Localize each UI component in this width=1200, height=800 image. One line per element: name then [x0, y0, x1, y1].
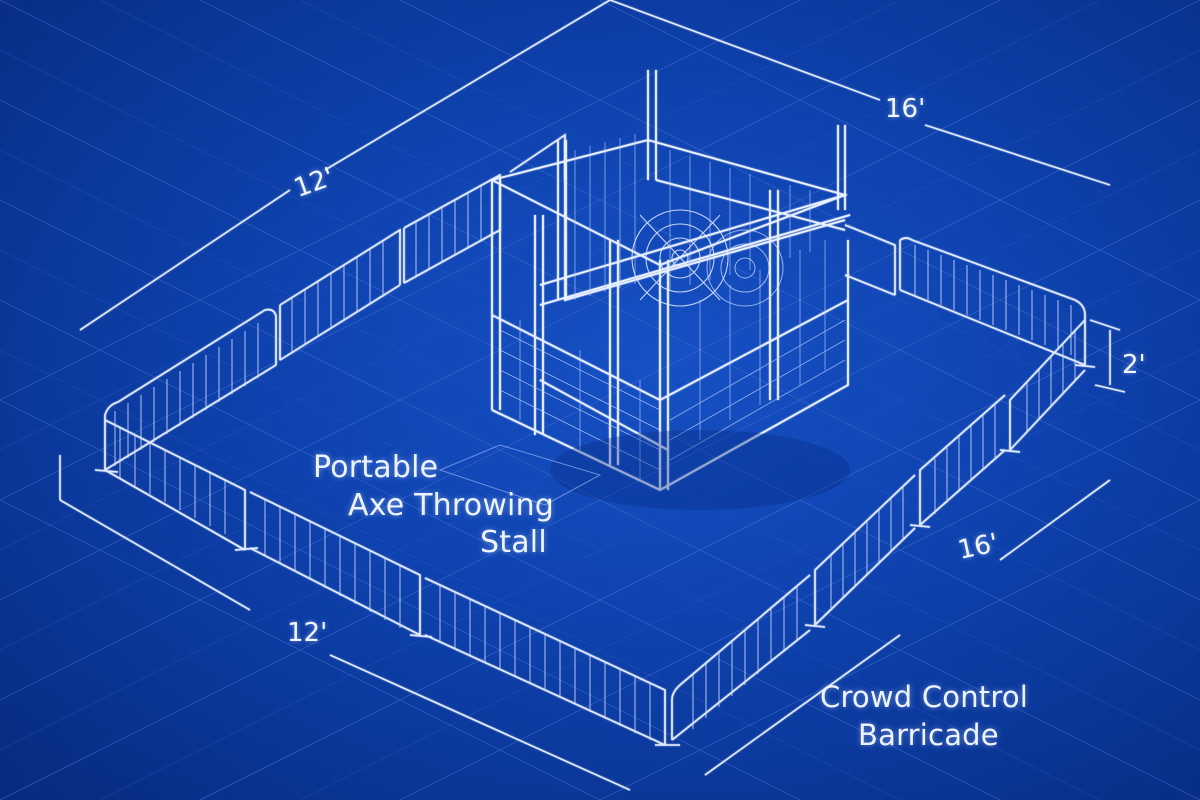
stall-mesh: [499, 134, 846, 480]
dimension-bottom-left: 12': [287, 618, 328, 648]
stall-label-line2: Axe Throwing: [348, 488, 555, 523]
target-icon: [631, 209, 729, 307]
stall-shadow: [550, 430, 850, 510]
stall-label-line3: Stall: [480, 525, 547, 560]
dimension-right-height: 2': [1122, 350, 1146, 380]
floor-marking: [438, 444, 602, 506]
barricade-pickets: [114, 186, 1076, 740]
axe-throwing-stall: [489, 70, 851, 492]
dimension-lines: [59, 0, 1126, 791]
barricade-fence: [94, 133, 1096, 746]
dimension-top-right: 16': [885, 94, 926, 124]
barricade-label-line2: Barricade: [858, 718, 999, 752]
barricade-label-line1: Crowd Control: [820, 680, 1029, 714]
target-icon: [706, 229, 784, 307]
stall-label-line1: Portable: [313, 450, 439, 485]
